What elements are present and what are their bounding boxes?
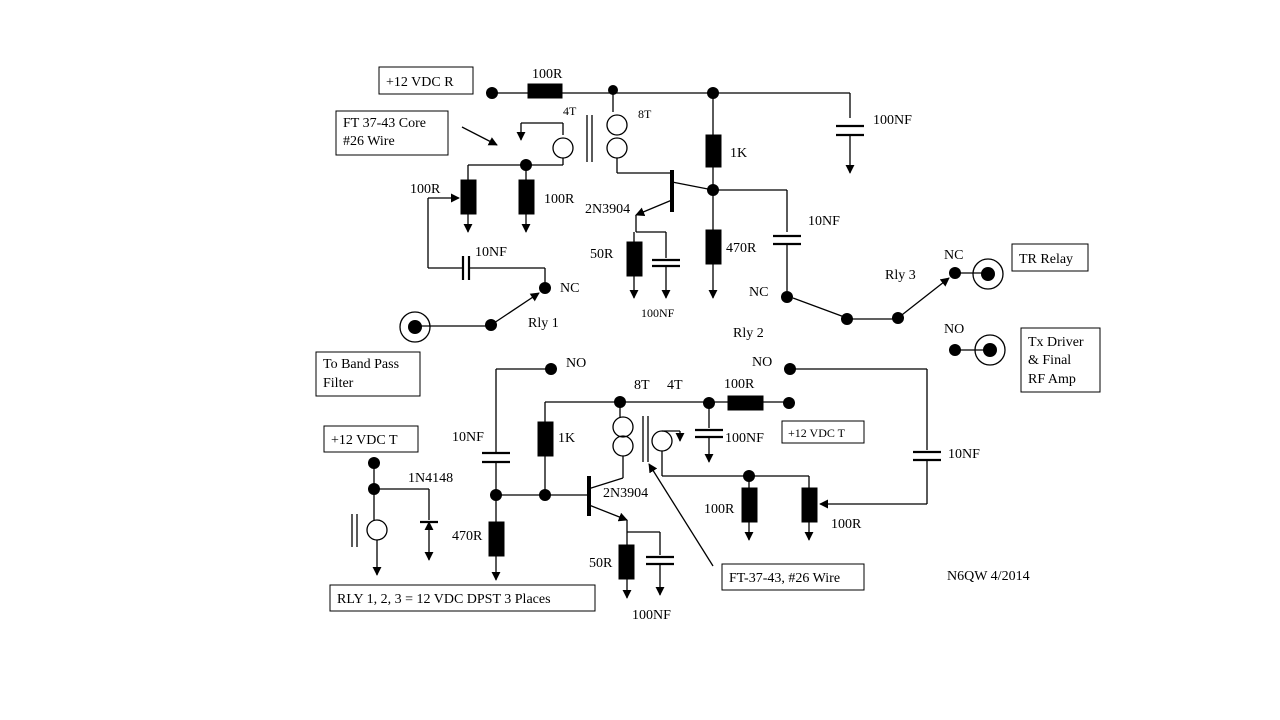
vdc-r-terminal: [486, 87, 498, 99]
vdc-t-small-label: +12 VDC T: [788, 426, 846, 440]
rly-note-box: [329, 584, 596, 612]
label-nc-rly2: NC: [749, 285, 768, 300]
label-470r-top: 470R: [726, 241, 757, 256]
capacitor-10nf-output-bottom: [913, 450, 941, 462]
vdc-t-label: +12 VDC T: [331, 433, 398, 448]
label-100r-supply-bottom: 100R: [724, 377, 755, 392]
ft-bottom-label: FT-37-43, #26 Wire: [729, 571, 840, 586]
core-label-line2: #26 Wire: [343, 134, 395, 149]
to-bpf-box: [315, 351, 421, 397]
resistor-470r-top: [705, 229, 722, 265]
capacitor-100nf-top: [836, 124, 864, 174]
label-50r-top: 50R: [590, 247, 614, 262]
bottom-amplifier: [482, 363, 941, 599]
label-nc-rly3: NC: [944, 248, 963, 263]
ft-bottom-box: [721, 563, 865, 591]
relay-coil-diode: [351, 457, 438, 576]
label-100nf-supply-bottom: 100NF: [725, 431, 764, 446]
label-100nf-emitter-bottom: 100NF: [632, 608, 671, 623]
transformer-top: [468, 90, 672, 174]
to-bpf-line1: To Band Pass: [323, 357, 399, 372]
resistor-100r-top: [518, 179, 535, 215]
tx-driver-box: [1020, 327, 1101, 393]
label-10nf-input-bottom: 10NF: [452, 430, 484, 445]
resistor-470r-bottom: [488, 521, 505, 557]
transformer-bottom: [587, 402, 809, 490]
resistor-100r-supply: [527, 83, 563, 99]
transistor-2n3904-top: [635, 170, 714, 217]
label-100r-pot-top: 100R: [410, 182, 441, 197]
credit-label: N6QW 4/2014: [947, 569, 1030, 584]
label-no-rly3: NO: [944, 322, 964, 337]
resistor-50r-top: [626, 241, 643, 277]
label-100nf-emitter-top: 100NF: [641, 306, 675, 320]
coax-connector-tr-relay: [972, 258, 1004, 290]
label-4t-bottom: 4T: [667, 378, 683, 393]
capacitor-100nf-emitter-bottom: [646, 532, 674, 596]
label-10nf-output-top: 10NF: [808, 214, 840, 229]
rly1-arm: [490, 292, 540, 326]
rly-note-label: RLY 1, 2, 3 = 12 VDC DPST 3 Places: [337, 592, 551, 607]
resistor-100r-supply-bottom: [727, 395, 764, 411]
coax-connector-tx-driver: [974, 334, 1006, 366]
resistor-1k-top: [705, 134, 722, 168]
label-1k-top: 1K: [730, 146, 747, 161]
capacitor-10nf-input-top: [461, 256, 471, 280]
label-nc-rly1: NC: [560, 281, 579, 296]
label-rly1: Rly 1: [528, 316, 559, 331]
tx-line3: RF Amp: [1028, 372, 1076, 387]
label-100r-bottom: 100R: [704, 502, 735, 517]
rly2-nc-contact: [781, 291, 793, 303]
vdc-t-terminal: [783, 397, 795, 409]
label-rly3: Rly 3: [885, 268, 916, 283]
vdc-t-small-box: [781, 420, 865, 444]
label-no-right-bottom: NO: [752, 355, 772, 370]
label-100nf-top: 100NF: [873, 113, 912, 128]
label-2n3904-top: 2N3904: [585, 202, 630, 217]
pot-100r-top: [460, 179, 477, 215]
coax-connector-bpf: [399, 311, 431, 343]
label-100r-pot-bottom: 100R: [831, 517, 862, 532]
label-8t-top: 8T: [638, 107, 652, 121]
pot-100r-bottom: [801, 487, 818, 523]
label-50r-bottom: 50R: [589, 556, 613, 571]
vdc-r-label: +12 VDC R: [386, 75, 454, 90]
rly2-arm: [792, 297, 848, 319]
label-100r-bias-top: 100R: [544, 192, 575, 207]
label-rly2: Rly 2: [733, 326, 764, 341]
label-4t-top: 4T: [563, 104, 577, 118]
resistor-100r-bottom: [741, 487, 758, 523]
capacitor-100nf-supply-bottom: [695, 428, 723, 463]
label-no-left-bottom: NO: [566, 356, 586, 371]
label-8t-bottom: 8T: [634, 378, 650, 393]
rly1-nc-contact: [539, 282, 551, 294]
label-1n4148: 1N4148: [408, 471, 453, 486]
vdc-t-box: [323, 425, 419, 453]
label-10nf-output-bottom: 10NF: [948, 447, 980, 462]
top-amplifier: [399, 83, 1006, 366]
label-2n3904-bottom: 2N3904: [603, 486, 648, 501]
tx-line2: & Final: [1028, 353, 1071, 368]
core-box: [335, 110, 449, 156]
tx-line1: Tx Driver: [1028, 335, 1084, 350]
resistor-1k-bottom: [537, 421, 554, 457]
resistor-50r-bottom: [618, 544, 635, 580]
label-100r-top-supply: 100R: [532, 67, 563, 82]
relay-coil: [366, 519, 388, 541]
label-470r-bottom: 470R: [452, 529, 483, 544]
label-1k-bottom: 1K: [558, 431, 575, 446]
capacitor-100nf-emitter-top: [652, 232, 680, 299]
transistor-2n3904-bottom: [587, 476, 628, 522]
core-label-line1: FT 37-43 Core: [343, 116, 426, 131]
capacitor-10nf-output-top: [773, 234, 801, 246]
capacitor-10nf-input-bottom: [482, 451, 510, 464]
label-10nf-input-top: 10NF: [475, 245, 507, 260]
rly3-arm: [897, 277, 950, 319]
tr-relay-box: [1011, 243, 1089, 272]
tr-relay-label: TR Relay: [1019, 252, 1073, 267]
to-bpf-line2: Filter: [323, 376, 354, 391]
vdc-r-box: [378, 66, 474, 95]
